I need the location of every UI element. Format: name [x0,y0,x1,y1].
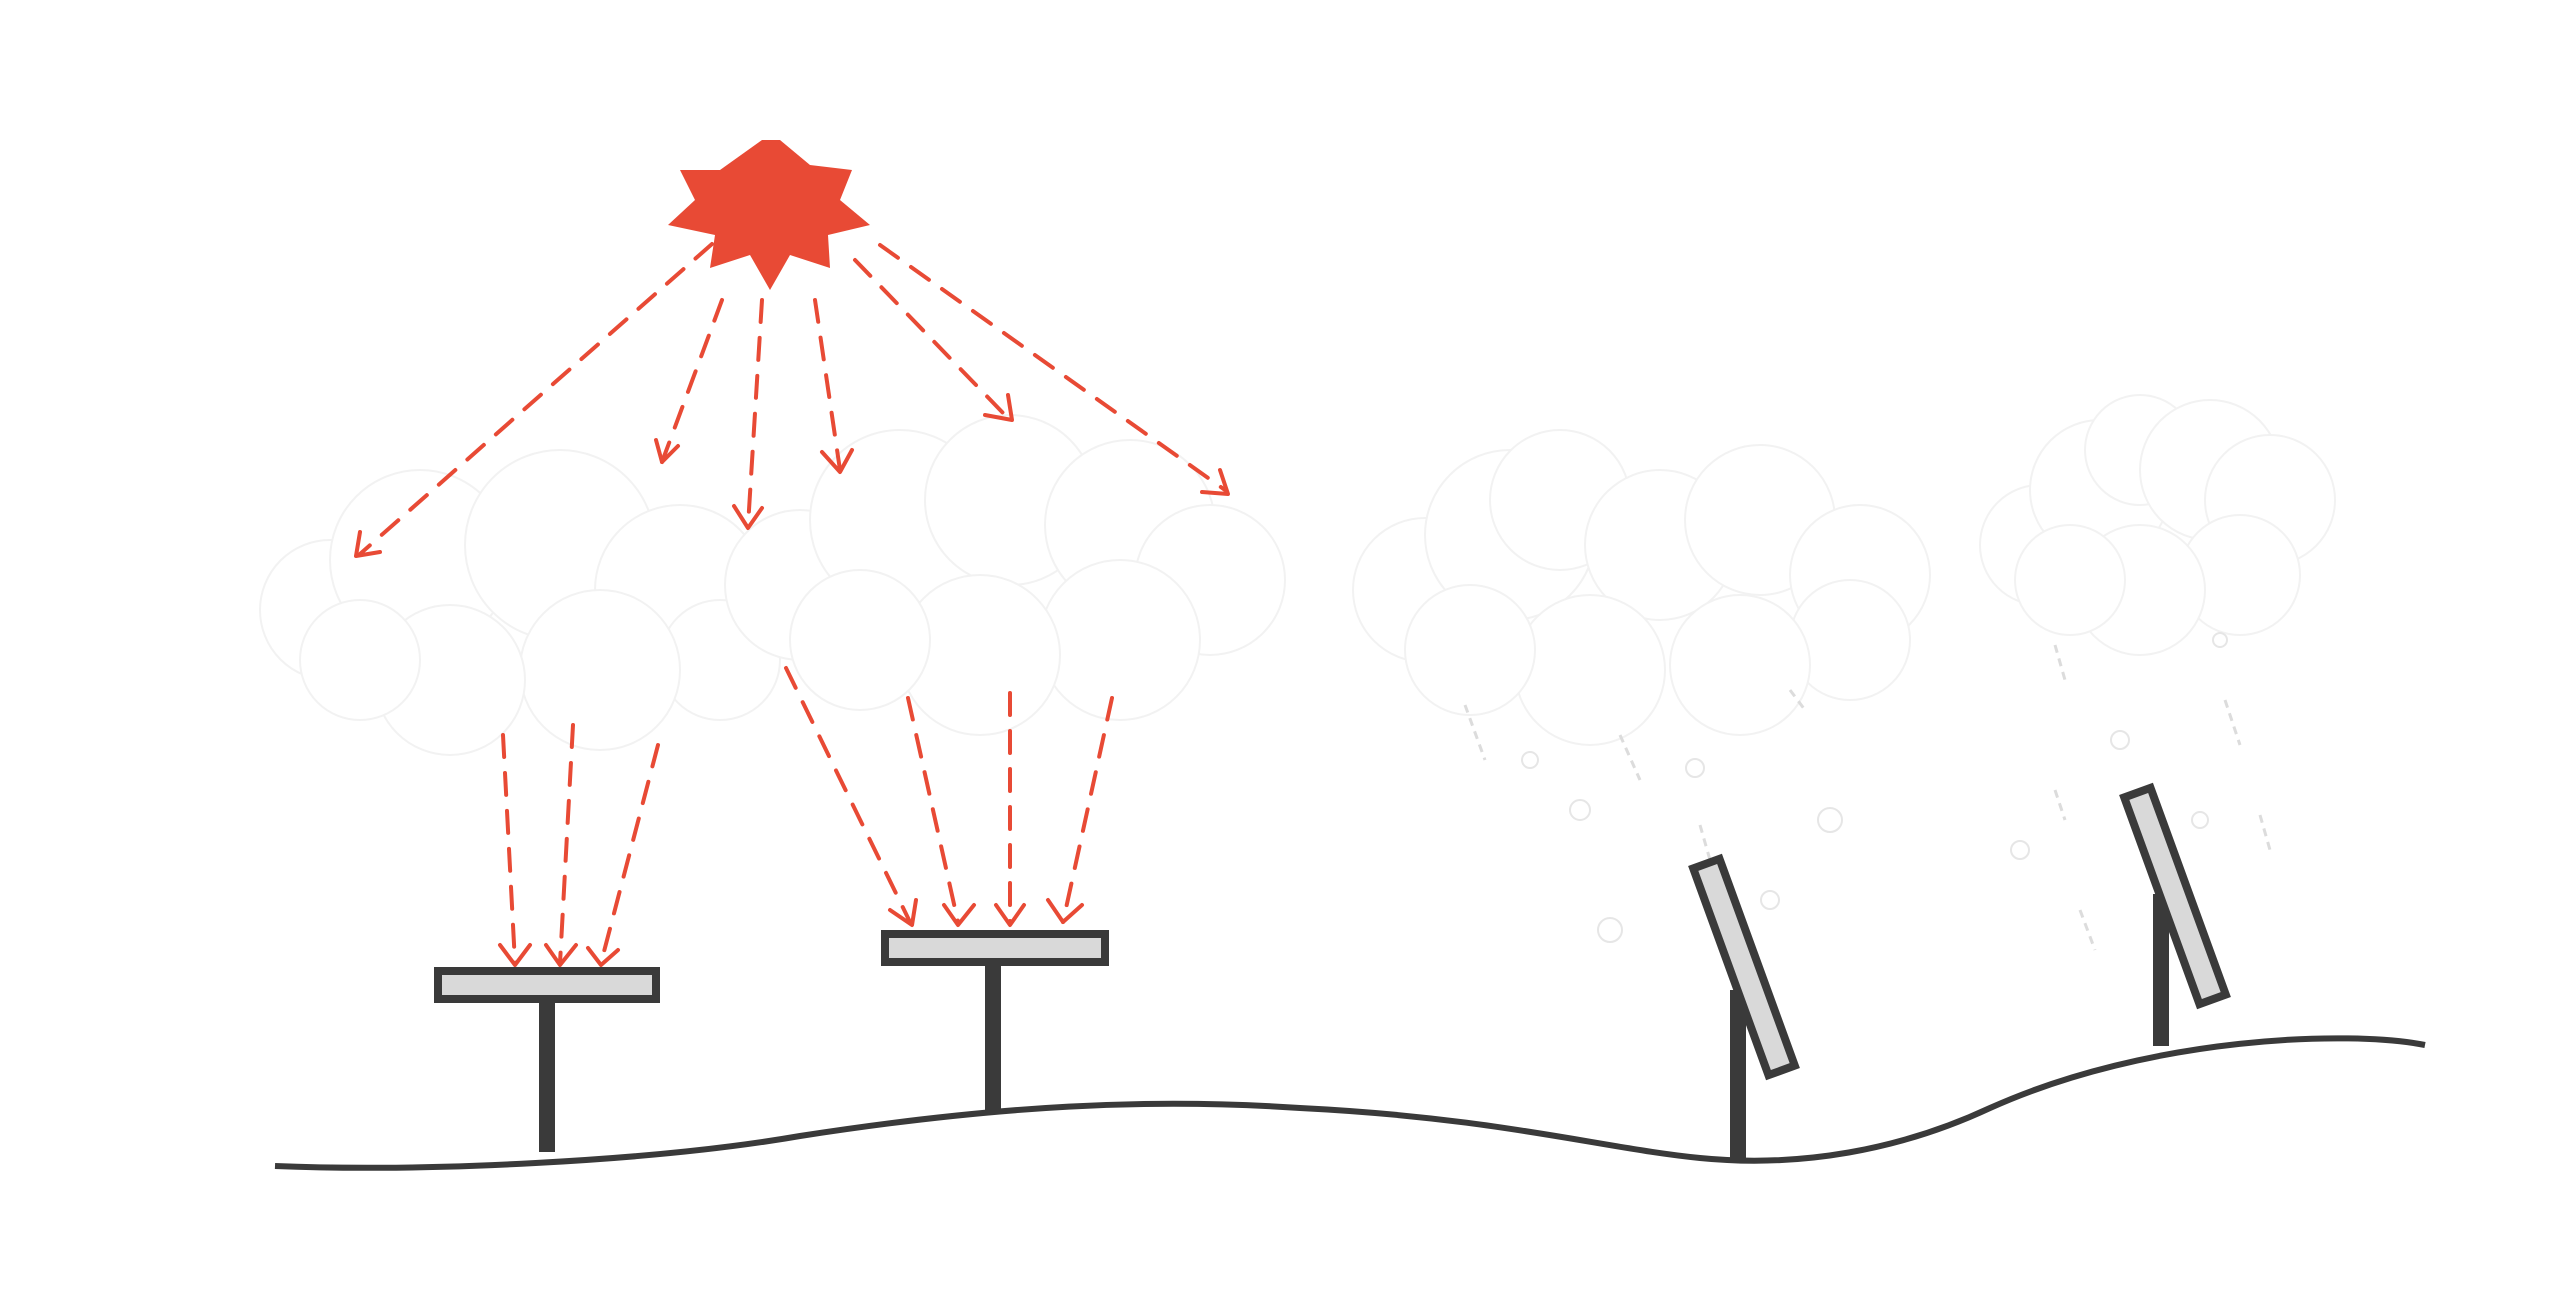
hail-drop [2110,730,2130,750]
hail-drop [1685,758,1705,778]
arrowhead [1046,898,1084,924]
arrowhead [942,903,976,927]
arrowhead [888,898,918,927]
clouds [259,394,2336,756]
panel-post [1730,990,1746,1158]
hail-drop [2010,840,2030,860]
hail-drop [1597,917,1623,943]
ray-arrow [878,243,1227,492]
ray-arrow [784,666,912,924]
hail-drop [2212,632,2228,648]
ray-arrow [358,242,714,556]
hail-drop [2191,811,2209,829]
arrowhead [354,530,382,558]
rain [1463,644,2272,951]
rain-streak [2258,814,2272,851]
rain-streak [1788,689,1807,711]
ground-line [274,1035,2426,1171]
ray-arrowheads [354,393,1230,967]
cloud-storm-1 [1352,429,1931,746]
arrowhead [994,903,1026,927]
hail-drop [1521,751,1539,769]
rain-streak [2223,699,2242,746]
cloud-center [724,414,1286,736]
rain-streak [2078,909,2097,951]
solar-panels [434,782,2231,1081]
arrowhead [654,438,680,464]
arrowhead [544,943,578,967]
solar-panel-2 [881,930,1109,966]
ray-arrow [1061,696,1114,924]
cloud-storm-2 [1979,394,2336,656]
ray-arrow [813,298,842,472]
hail-drop [1569,799,1591,821]
panel-post [985,965,1001,1113]
hail [1521,632,2228,943]
rain-streak [1463,704,1487,761]
arrowhead [732,504,764,530]
rain-streak [1698,824,1712,861]
arrowhead [1200,468,1230,496]
solar-panel-1 [434,967,660,1003]
hail-drop [1817,807,1843,833]
arrowhead [586,946,620,967]
arrowhead [820,448,854,474]
hail-drop [1760,890,1780,910]
panel-post [539,1000,555,1152]
ray-arrow [906,696,960,924]
rain-streak [2053,789,2067,821]
sun-rays [358,242,1227,965]
ray-arrow [660,298,724,464]
panel-posts [539,894,2169,1158]
panel-post [2153,894,2169,1046]
ray-arrow [558,723,575,965]
ray-arrow [853,258,1007,417]
solar-panel-3 [1688,853,1800,1081]
ray-arrow [599,743,660,965]
solar-panel-4 [2119,782,2231,1010]
rain-streak [2053,644,2067,681]
sun-burst-icon [668,140,870,290]
arrowhead [983,393,1014,422]
ray-arrow [501,733,517,965]
ray-arrow [746,298,764,528]
cloud-left [259,449,781,756]
arrowhead [498,943,532,967]
rain-streak [1618,734,1642,781]
